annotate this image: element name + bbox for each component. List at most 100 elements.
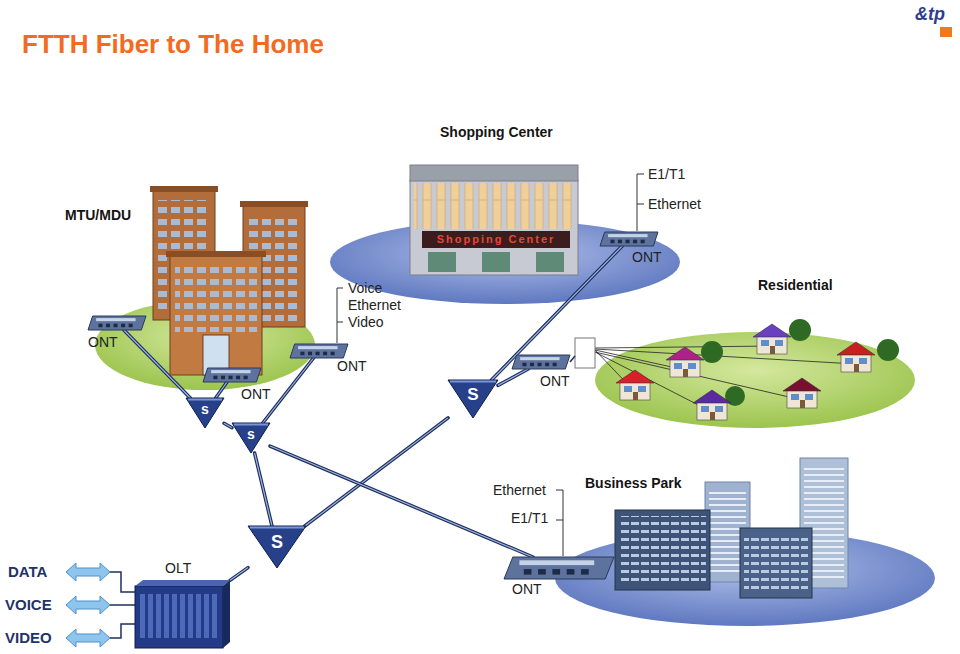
wall-box <box>575 338 595 368</box>
fiber-link <box>224 423 232 427</box>
device-label: ONT <box>512 581 542 597</box>
label-anchor: E1/T1 <box>511 510 548 526</box>
shopping-building <box>410 165 578 275</box>
fiber-link <box>305 418 448 526</box>
rack-slot <box>148 594 153 638</box>
site-heading: Business Park <box>585 475 682 491</box>
device-port <box>553 363 557 367</box>
device-port <box>213 376 217 380</box>
device-port <box>98 324 102 328</box>
device-port <box>610 240 614 244</box>
device-label: ONT <box>632 249 662 265</box>
optical-splitter: s <box>186 398 224 428</box>
splitter-edge <box>450 381 496 383</box>
ont-device-icon <box>600 232 658 246</box>
splitter-body <box>186 398 224 428</box>
device-port <box>221 376 225 380</box>
device-port <box>530 363 534 367</box>
fiber-core <box>230 568 248 581</box>
service-label: Voice <box>348 280 382 296</box>
device-port <box>331 352 335 356</box>
splitter-edge <box>234 424 268 426</box>
ground-ellipse <box>330 220 680 304</box>
rack-slot <box>172 594 177 638</box>
device-top <box>519 560 594 565</box>
device-port <box>106 324 110 328</box>
device-port <box>316 352 320 356</box>
fiber-link <box>216 382 227 398</box>
label-anchor: Ethernet <box>493 482 546 498</box>
drop-line <box>570 356 575 362</box>
ont-device: ONT <box>88 316 146 330</box>
splitter-label: S <box>271 533 283 551</box>
site-region: Residential <box>595 332 915 428</box>
device-top <box>211 370 250 373</box>
ont-device-icon <box>290 344 348 358</box>
logo-text: &tp <box>915 4 945 25</box>
ground-ellipse <box>95 300 315 390</box>
device-port <box>236 376 240 380</box>
logo-mark <box>940 27 952 37</box>
device-label: ONT <box>241 386 271 402</box>
fiber-line <box>224 423 232 427</box>
ont-device-icon <box>88 316 146 330</box>
device-body <box>600 232 658 246</box>
device-port <box>229 376 233 380</box>
ont-device-icon <box>512 355 570 369</box>
label-anchor: DATA <box>8 563 47 580</box>
page-title: FTTH Fiber to The Home <box>22 30 324 60</box>
fiber-core <box>305 418 448 526</box>
fiber-line <box>216 382 227 398</box>
splitter-edge <box>188 399 222 401</box>
interface-label: E1/T1 <box>648 166 685 182</box>
site-ground <box>595 332 915 428</box>
site-heading: Shopping Center <box>440 124 553 140</box>
ground-ellipse <box>555 530 935 626</box>
service-name: VOICE <box>5 596 52 613</box>
ont-device: ONT <box>203 368 261 382</box>
fiber-core <box>270 446 533 557</box>
fiber-link <box>270 446 533 557</box>
ont-device: ONT <box>290 344 348 358</box>
store-sign: Shopping Center <box>437 234 556 245</box>
device-port <box>308 352 312 356</box>
splitter-edge <box>250 527 304 529</box>
site-heading: MTU/MDU <box>65 207 131 223</box>
device-port <box>641 240 645 244</box>
rack-slot <box>140 594 145 638</box>
apartment-buildings <box>150 186 308 375</box>
device-port <box>524 569 532 575</box>
service-name: VIDEO <box>5 629 52 646</box>
rack-front <box>135 586 223 648</box>
service-label: Ethernet <box>348 297 401 313</box>
rack-slot <box>188 594 193 638</box>
ont-device: ONT <box>600 232 658 246</box>
olt-device: OLT <box>135 580 230 648</box>
label-anchor: Ethernet <box>648 196 701 212</box>
device-port <box>618 240 622 244</box>
device-port <box>567 569 575 575</box>
splitter-label: S <box>467 386 478 403</box>
service-name: DATA <box>8 563 47 580</box>
device-port <box>545 363 549 367</box>
fiber-core <box>498 369 528 385</box>
ont-device-icon <box>504 557 614 579</box>
splitter-body <box>248 526 306 568</box>
callout-brackets <box>337 174 644 556</box>
device-top <box>520 357 559 360</box>
site-ground <box>555 530 935 626</box>
service-feeds <box>110 572 135 638</box>
splitter-body <box>232 423 270 453</box>
label-anchor: Shopping Center <box>437 234 556 245</box>
device-port <box>129 324 133 328</box>
label-anchor: &tp <box>915 4 945 25</box>
device-port <box>626 240 630 244</box>
device-port <box>633 240 637 244</box>
interface-label: Ethernet <box>493 482 546 498</box>
rack-slot <box>196 594 201 638</box>
ont-device: ONT <box>512 355 570 369</box>
rack-side <box>223 580 230 648</box>
device-top <box>96 318 135 321</box>
rack-slot <box>164 594 169 638</box>
label-anchor: E1/T1 <box>648 166 685 182</box>
